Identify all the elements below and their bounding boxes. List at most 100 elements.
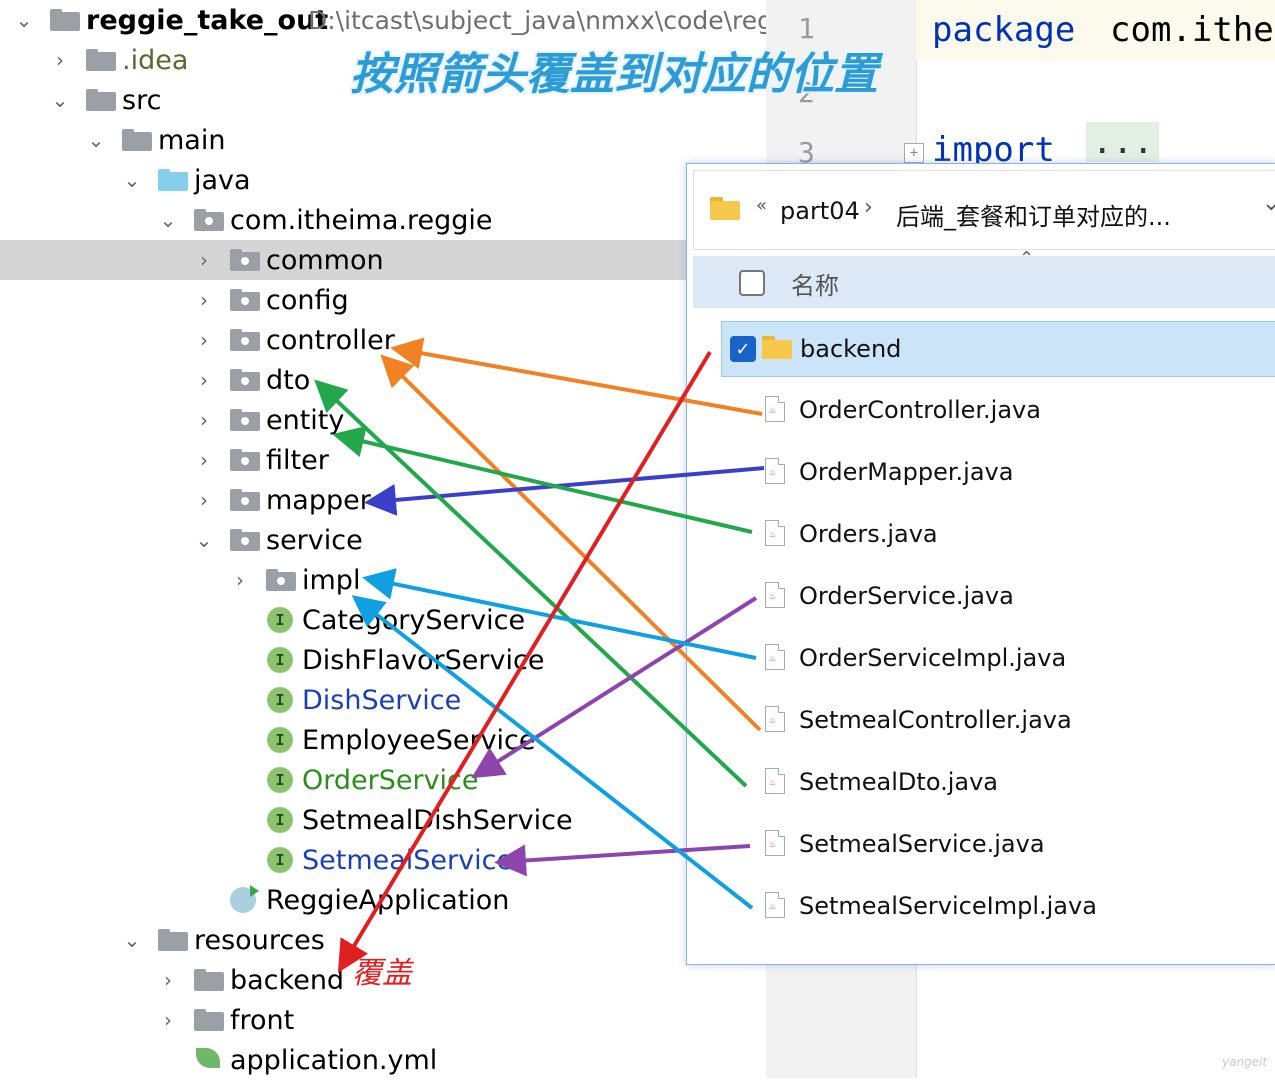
tree-item-java[interactable]: ⌄ java: [0, 160, 766, 200]
file-row[interactable]: ♨ OrderController.java: [721, 383, 1275, 437]
tree-item-interface[interactable]: I DishService: [0, 680, 766, 720]
line-number: 1: [798, 12, 815, 45]
java-file-icon: ♨: [765, 892, 785, 918]
breadcrumb-part04[interactable]: part04: [780, 197, 860, 225]
file-row[interactable]: ♨ SetmealServiceImpl.java: [721, 879, 1275, 933]
tree-item-mapper[interactable]: › mapper: [0, 480, 766, 520]
file-row-backend[interactable]: ✓ backend: [721, 321, 1275, 377]
folder-icon: [86, 89, 116, 111]
chevron-right-icon[interactable]: ›: [200, 288, 208, 312]
arrow-orderservice-to-interface: [471, 596, 758, 779]
tree-label: front: [230, 1004, 295, 1036]
chevron-right-icon[interactable]: ›: [200, 368, 208, 392]
tree-item-idea[interactable]: › .idea: [0, 40, 766, 80]
chevron-down-icon[interactable]: ⌄: [123, 928, 141, 952]
arrow-orderserviceimpl-to-impl: [362, 568, 757, 660]
chevron-down-icon[interactable]: ⌄: [159, 208, 177, 232]
tree-item-app-class[interactable]: ReggieApplication: [0, 880, 766, 920]
tree-item-service[interactable]: ⌄ service: [0, 520, 766, 560]
project-path: D:\itcast\subject_java\nmxx\code\reg: [308, 5, 773, 35]
file-row[interactable]: ♨ SetmealController.java: [721, 693, 1275, 747]
tree-item-resources[interactable]: ⌄ resources: [0, 920, 766, 960]
column-name-label[interactable]: 名称: [791, 272, 839, 300]
file-name: OrderMapper.java: [799, 458, 1014, 486]
chevron-right-icon[interactable]: ›: [164, 1008, 172, 1032]
tree-label: CategoryService: [302, 604, 526, 636]
tree-item-common[interactable]: › common: [0, 240, 686, 280]
tree-item-dto[interactable]: › dto: [0, 360, 766, 400]
chevron-right-icon[interactable]: ›: [200, 488, 208, 512]
tree-item-interface[interactable]: I CategoryService: [0, 600, 766, 640]
chevron-down-icon[interactable]: ⌄: [1262, 191, 1275, 216]
source-folder-icon: [158, 169, 188, 191]
column-header[interactable]: 名称 ⌃: [693, 248, 1275, 308]
tree-root[interactable]: ⌄ reggie_take_out D:\itcast\subject_java…: [0, 0, 773, 40]
breadcrumb-current[interactable]: 后端_套餐和订单对应的...: [896, 203, 1171, 231]
java-file-icon: ♨: [765, 582, 785, 608]
tree-label: filter: [266, 444, 329, 476]
tree-item-package[interactable]: ⌄ com.itheima.reggie: [0, 200, 766, 240]
chevron-right-icon[interactable]: ›: [200, 248, 208, 272]
file-row[interactable]: ♨ SetmealService.java: [721, 817, 1275, 871]
tree-label: service: [266, 524, 363, 556]
tree-item-interface[interactable]: I DishFlavorService: [0, 640, 766, 680]
package-icon: [230, 409, 260, 431]
java-file-icon: ♨: [765, 458, 785, 484]
chevron-down-icon[interactable]: ⌄: [15, 8, 33, 32]
interface-icon: I: [267, 847, 293, 873]
interface-icon: I: [267, 807, 293, 833]
file-row[interactable]: ♨ OrderMapper.java: [721, 445, 1275, 499]
arrow-setmealservice-to-interface: [494, 844, 751, 877]
line-number: 3: [798, 136, 815, 169]
fold-toggle-icon[interactable]: +: [904, 143, 924, 163]
tree-item-controller[interactable]: › controller: [0, 320, 766, 360]
address-bar[interactable]: « part04 › 后端_套餐和订单对应的... ⌄: [693, 170, 1275, 250]
resources-folder-icon: [158, 929, 188, 951]
file-row[interactable]: ♨ SetmealDto.java: [721, 755, 1275, 809]
arrow-setmealcontroller-to-controller: [380, 354, 762, 732]
tree-label: common: [266, 244, 384, 276]
chevron-down-icon[interactable]: ⌄: [195, 528, 213, 552]
checkbox-checked-icon[interactable]: ✓: [730, 336, 756, 362]
tree-item-front[interactable]: › front: [0, 1000, 766, 1040]
line-number: 2: [798, 76, 815, 109]
arrow-ordercontroller-to-controller: [390, 337, 763, 416]
folder-icon: [710, 197, 740, 220]
tree-item-impl[interactable]: › impl: [0, 560, 766, 600]
tree-item-application-yml[interactable]: application.yml: [0, 1040, 766, 1080]
chevron-down-icon[interactable]: ⌄: [123, 168, 141, 192]
tree-label: impl: [302, 564, 361, 596]
run-icon: [250, 885, 259, 897]
package-icon: [230, 289, 260, 311]
cover-note: 覆盖: [352, 956, 412, 991]
file-row[interactable]: ♨ OrderService.java: [721, 569, 1275, 623]
file-row[interactable]: ♨ Orders.java: [721, 507, 1275, 561]
tree-item-src[interactable]: ⌄ src: [0, 80, 766, 120]
chevron-right-icon[interactable]: ›: [56, 48, 64, 72]
interface-icon: I: [267, 727, 293, 753]
breadcrumb-overflow[interactable]: «: [756, 195, 768, 216]
chevron-right-icon[interactable]: ›: [200, 328, 208, 352]
tree-item-main[interactable]: ⌄ main: [0, 120, 766, 160]
arrow-setmealdto-to-dto: [314, 379, 748, 788]
java-file-icon: ♨: [765, 768, 785, 794]
package-icon: [230, 329, 260, 351]
tree-item-config[interactable]: › config: [0, 280, 766, 320]
tree-label: backend: [230, 964, 345, 996]
tree-item-backend[interactable]: › backend: [0, 960, 766, 1000]
chevron-right-icon[interactable]: ›: [164, 968, 172, 992]
folded-imports[interactable]: ...: [1086, 122, 1160, 162]
tree-item-filter[interactable]: › filter: [0, 440, 766, 480]
java-file-icon: ♨: [765, 396, 785, 422]
tree-label: src: [122, 84, 162, 116]
file-row[interactable]: ♨ OrderServiceImpl.java: [721, 631, 1275, 685]
chevron-down-icon[interactable]: ⌄: [51, 88, 69, 112]
chevron-right-icon[interactable]: ›: [200, 448, 208, 472]
select-all-checkbox[interactable]: [739, 270, 765, 296]
folder-icon: [86, 49, 116, 71]
folder-icon: [762, 336, 792, 359]
arrow-orders-to-entity: [332, 425, 753, 534]
chevron-down-icon[interactable]: ⌄: [87, 128, 105, 152]
chevron-right-icon[interactable]: ›: [200, 408, 208, 432]
chevron-right-icon[interactable]: ›: [236, 568, 244, 592]
